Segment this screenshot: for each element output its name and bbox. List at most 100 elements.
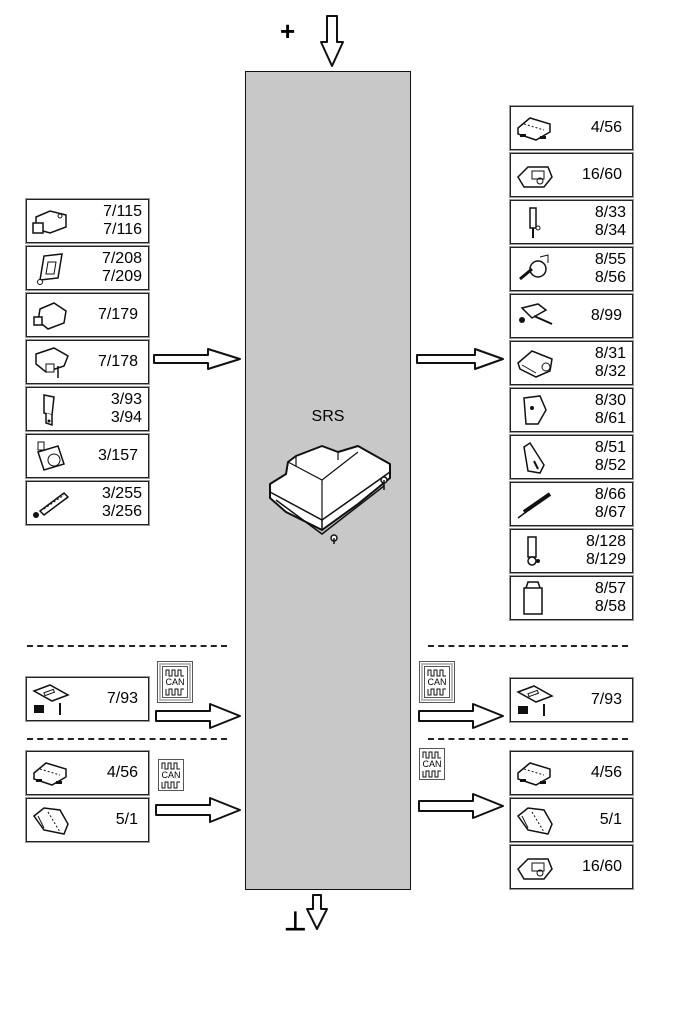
component-box[interactable]: 8/99 [509, 293, 634, 339]
bracket-sensor-icon [37, 253, 63, 285]
belt-tensioner-icon [527, 536, 540, 566]
component-code: 8/99 [590, 307, 622, 324]
component-box[interactable]: 7/178 [25, 339, 150, 385]
srs-module-label: SRS [311, 408, 345, 425]
ground-out-arrow-icon [306, 894, 328, 930]
section-divider [428, 645, 628, 647]
component-code: 7/179 [97, 306, 138, 323]
square-wave-icon [422, 751, 441, 759]
component-code: 8/66 [594, 486, 626, 503]
component-code: 8/34 [594, 222, 626, 239]
can-input-arrow-icon [155, 797, 241, 823]
instrument-cluster-icon [32, 807, 69, 835]
section-divider [27, 738, 227, 740]
component-code: 8/31 [594, 345, 626, 362]
component-codes: 4/56 [591, 752, 622, 794]
can-bus-badge: CAN [419, 748, 445, 780]
power-in-arrow-icon [320, 15, 344, 67]
control-unit-icon [517, 858, 553, 880]
central-module-icon [517, 762, 551, 786]
positive-terminal-symbol: + [280, 16, 296, 46]
central-module-icon [517, 117, 551, 141]
component-codes: 4/56 [107, 752, 138, 794]
steering-airbag-harness-icon [519, 303, 553, 325]
component-code: 8/55 [594, 251, 626, 268]
component-box[interactable]: 3/157 [25, 433, 150, 479]
driver-airbag-icon [523, 395, 547, 425]
component-code: 5/1 [115, 811, 138, 828]
seatbelt-buckle-icon [43, 394, 55, 427]
square-wave-icon [422, 770, 441, 778]
component-codes: 4/56 [591, 107, 622, 149]
component-code: 7/209 [101, 268, 142, 285]
component-code: 8/52 [594, 457, 626, 474]
component-code: 4/56 [590, 119, 622, 136]
component-codes: 16/60 [582, 846, 622, 888]
component-code: 8/33 [594, 204, 626, 221]
control-unit-icon [517, 166, 553, 188]
instrument-cluster-icon [516, 807, 553, 835]
component-code: 3/255 [101, 485, 142, 502]
component-code: 4/56 [590, 764, 622, 781]
side-airbag-icon [523, 441, 545, 474]
component-box[interactable]: 7/93 [509, 677, 634, 723]
component-box[interactable]: 4/56 [509, 750, 634, 796]
seat-rail-sensor-icon [33, 492, 70, 518]
component-box[interactable]: 7/179 [25, 292, 150, 338]
output-signal-arrow-icon [416, 348, 504, 370]
pretensioner-icon [529, 207, 541, 238]
can-output-arrow-icon [418, 703, 504, 729]
component-code: 16/60 [581, 858, 622, 875]
component-code: 4/56 [106, 764, 138, 781]
component-code: 7/93 [106, 690, 138, 707]
component-box[interactable]: 4/56 [509, 105, 634, 151]
component-code: 16/60 [581, 166, 622, 183]
component-codes: 7/179 [98, 294, 138, 336]
input-signal-arrow-icon [153, 348, 241, 370]
component-code: 3/157 [97, 447, 138, 464]
component-code: 8/32 [594, 363, 626, 380]
square-wave-icon [427, 688, 446, 696]
can-bus-badge: CAN [421, 663, 453, 701]
component-code: 7/115 [103, 203, 142, 220]
passenger-airbag-icon [517, 350, 553, 378]
component-box[interactable]: 16/60 [509, 844, 634, 890]
component-box[interactable]: 5/1 [509, 797, 634, 843]
component-code: 8/67 [594, 504, 626, 521]
component-code: 8/51 [594, 439, 626, 456]
square-wave-icon [161, 762, 180, 770]
component-codes: 7/178 [98, 341, 138, 383]
component-box[interactable]: 16/60 [509, 152, 634, 198]
component-codes: 16/60 [582, 154, 622, 196]
square-wave-icon [165, 688, 184, 696]
curtain-airbag-icon [517, 492, 552, 519]
component-codes: 3/157 [98, 435, 138, 477]
component-box[interactable]: 4/56 [25, 750, 150, 796]
component-box[interactable]: 5/1 [25, 797, 150, 843]
component-box[interactable]: 7/93 [25, 676, 150, 722]
srs-control-module[interactable]: SRS [245, 71, 411, 890]
knee-airbag-icon [523, 581, 543, 615]
